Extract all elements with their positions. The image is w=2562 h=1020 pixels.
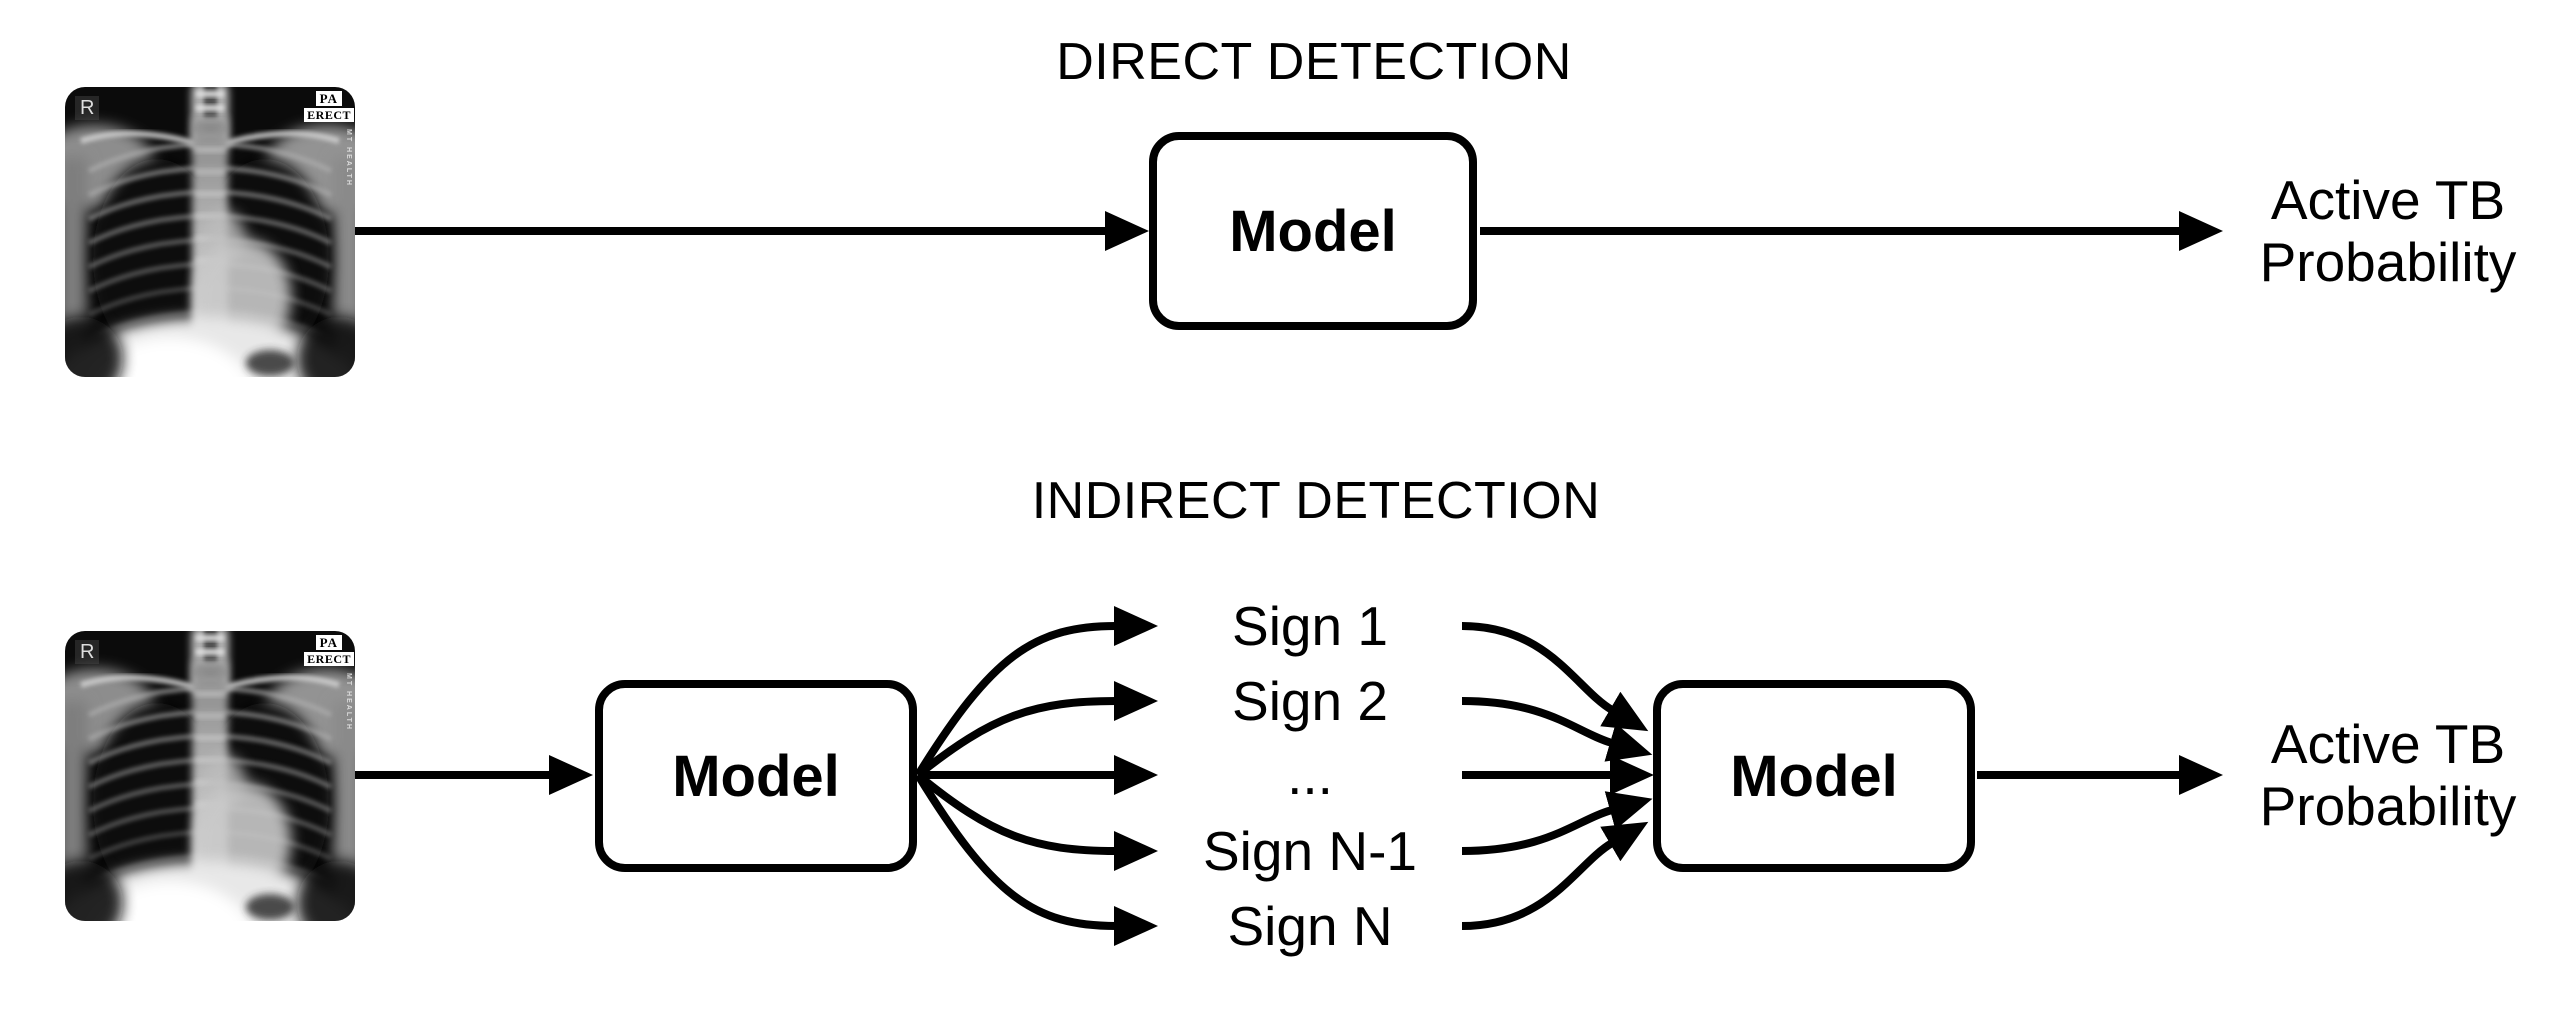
- direct-model-box: Model: [1149, 132, 1477, 330]
- chest-xray-image: [65, 631, 355, 921]
- xray-side-marker: R: [75, 640, 100, 664]
- arrow-fanin-signN: [1461, 821, 1649, 930]
- arrow-fanin-sign1: [1461, 622, 1649, 732]
- indirect-output-line1: Active TB: [2270, 713, 2506, 775]
- classifier-model-box: Model: [1653, 680, 1975, 872]
- sign-label-ellipsis: ...: [1287, 744, 1333, 806]
- direct-model-label: Model: [1229, 198, 1397, 264]
- chest-xray-image: [65, 87, 355, 377]
- xray-position-tag: ERECT: [304, 652, 354, 666]
- sign-extractor-model-box: Model: [595, 680, 917, 872]
- sign-extractor-model-label: Model: [672, 743, 840, 809]
- classifier-model-label: Model: [1730, 743, 1898, 809]
- indirect-output-line2: Probability: [2259, 775, 2517, 837]
- sign-label-n-minus-1: Sign N-1: [1203, 820, 1417, 882]
- arrow-fanin-sign2: [1461, 697, 1653, 762]
- arrow-fanout-signN: [914, 772, 1158, 946]
- direct-output-text: Active TB Probability: [2178, 169, 2562, 293]
- indirect-output-text: Active TB Probability: [2178, 713, 2562, 837]
- sign-label-n: Sign N: [1227, 895, 1393, 957]
- arrow-fanout-sign2: [915, 681, 1158, 779]
- xray-projection-tag: PA: [315, 635, 342, 650]
- arrow-fanout-sign1: [914, 606, 1158, 778]
- chest-xray-input-indirect: R PA ERECT MT HEALTH: [65, 631, 355, 921]
- xray-edge-label: MT HEALTH: [345, 129, 352, 187]
- direct-output-line2: Probability: [2259, 231, 2517, 293]
- direct-detection-title: DIRECT DETECTION: [1056, 33, 1572, 91]
- direct-output-line1: Active TB: [2270, 169, 2506, 231]
- sign-label-2: Sign 2: [1232, 670, 1388, 732]
- arrow-fanin-signN1: [1461, 791, 1653, 855]
- sign-label-1: Sign 1: [1232, 595, 1388, 657]
- chest-xray-input-direct: R PA ERECT MT HEALTH: [65, 87, 355, 377]
- xray-edge-label: MT HEALTH: [345, 673, 352, 731]
- indirect-detection-title: INDIRECT DETECTION: [1031, 472, 1601, 530]
- xray-position-tag: ERECT: [304, 108, 354, 122]
- xray-side-marker: R: [75, 96, 100, 120]
- xray-projection-tag: PA: [315, 91, 342, 106]
- arrow-fanout-signN1: [915, 771, 1158, 871]
